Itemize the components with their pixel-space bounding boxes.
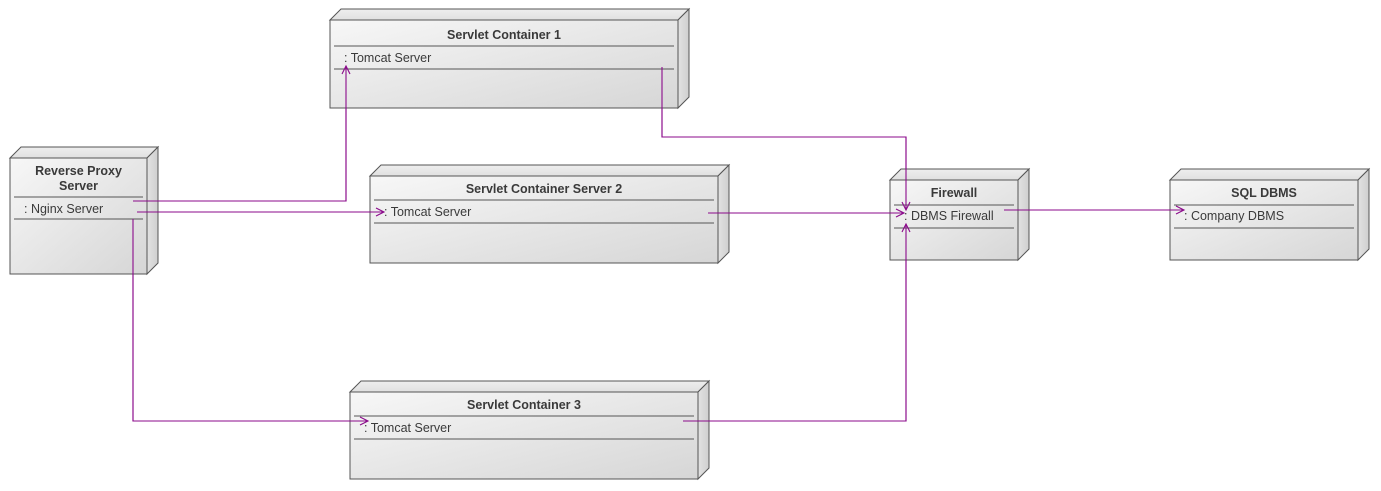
connector-line-overlay <box>133 66 347 202</box>
connector-line-overlay <box>661 67 907 210</box>
connector-line-overlay <box>132 219 368 422</box>
connector-proxy-sc3 <box>132 219 370 426</box>
node-front-face <box>9 157 148 275</box>
connector-line <box>132 219 368 422</box>
node-side-face <box>1017 167 1030 262</box>
node-front-face <box>349 391 699 480</box>
node-firewall[interactable]: Firewall : DBMS Firewall <box>888 167 1031 262</box>
arrowhead-icon <box>1175 205 1186 215</box>
node-artifact-label: : Tomcat Server <box>384 205 471 219</box>
node-title: Firewall <box>931 186 978 200</box>
node-top-face <box>8 146 160 159</box>
arrowhead-icon <box>901 222 911 233</box>
node-side-face <box>697 379 710 481</box>
node-sc3[interactable]: Servlet Container 3 : Tomcat Server <box>348 379 711 481</box>
node-front-face <box>1169 179 1359 261</box>
node-title: Reverse Proxy <box>35 164 122 178</box>
node-title: Server <box>59 179 98 193</box>
node-side-face <box>1357 167 1370 262</box>
node-front-face <box>889 179 1019 261</box>
node-title: SQL DBMS <box>1231 186 1297 200</box>
node-title: Servlet Container 3 <box>467 398 581 412</box>
node-top-face <box>368 164 731 177</box>
node-artifact-label: : Tomcat Server <box>364 421 451 435</box>
node-side-face <box>677 7 690 110</box>
connector-overlay <box>132 64 1186 426</box>
node-title: Servlet Container 1 <box>447 28 561 42</box>
node-artifact-label: : Tomcat Server <box>344 51 431 65</box>
node-artifact-label: : Nginx Server <box>24 202 103 216</box>
node-sc2[interactable]: Servlet Container Server 2 : Tomcat Serve… <box>368 163 731 265</box>
node-front-face <box>329 19 679 109</box>
arrowhead-icon <box>375 207 386 217</box>
arrowhead-icon <box>359 416 370 426</box>
node-artifact-label: : DBMS Firewall <box>904 209 994 223</box>
node-sc1[interactable]: Servlet Container 1 : Tomcat Server <box>328 7 691 110</box>
node-top-face <box>348 380 711 393</box>
connector-proxy-sc1 <box>133 64 351 202</box>
node-sql[interactable]: SQL DBMS : Company DBMS <box>1168 167 1371 262</box>
node-side-face <box>717 163 730 265</box>
node-title: Servlet Container Server 2 <box>466 182 622 196</box>
connector-line <box>133 66 347 202</box>
arrowhead-icon <box>895 208 906 218</box>
connector-line-overlay <box>683 224 907 422</box>
node-top-face <box>888 168 1031 181</box>
node-top-face <box>1168 168 1371 181</box>
arrowhead-icon <box>341 64 351 75</box>
node-front-face <box>369 175 719 264</box>
node-side-face <box>146 145 159 276</box>
node-artifact-label: : Company DBMS <box>1184 209 1284 223</box>
arrowhead-icon <box>901 201 911 212</box>
node-top-face <box>328 8 691 21</box>
